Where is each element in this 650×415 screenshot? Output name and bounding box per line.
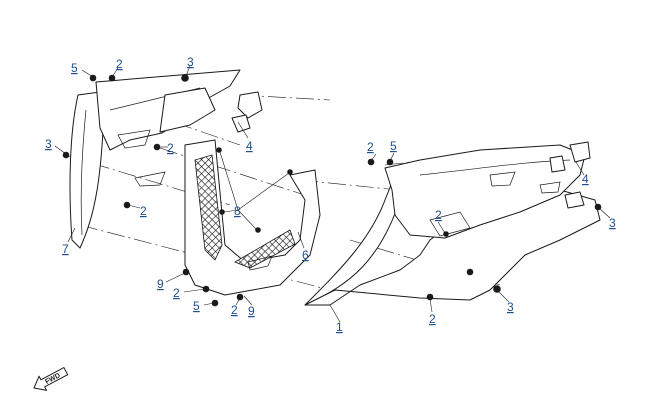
leader-lines	[54, 65, 611, 323]
upper-front-cowl	[95, 69, 241, 187]
forward-direction-arrow: FWD	[33, 367, 69, 391]
callout-label: 2	[231, 303, 238, 317]
callout-label: 5	[390, 139, 397, 153]
rubber-grommets	[231, 91, 591, 209]
callout-label: 3	[507, 300, 514, 314]
callout-label: 3	[187, 55, 194, 69]
fasteners	[62, 74, 602, 307]
left-side-fairing-panel	[69, 91, 105, 249]
callout-label: 5	[71, 61, 78, 75]
callout-label: 3	[609, 216, 616, 230]
right-side-main-fairing	[304, 144, 601, 306]
callout-label: 2	[429, 312, 436, 326]
callout-label: 2	[435, 208, 442, 222]
callout-label: 2	[167, 141, 174, 155]
callout-label: 4	[246, 139, 253, 153]
callout-label: 5	[193, 299, 200, 313]
callout-label: 2	[367, 140, 374, 154]
callout-label: 6	[302, 248, 309, 262]
callout-label: 4	[582, 172, 589, 186]
callout-label: 1	[336, 320, 343, 334]
callout-label: 9	[157, 277, 164, 291]
callout-label: 2	[140, 204, 147, 218]
callout-label: 3	[45, 137, 52, 151]
callout-label: 7	[62, 242, 69, 256]
callout-label: 9	[248, 304, 255, 318]
callout-label: 2	[173, 286, 180, 300]
callout-labels: 5 2 3 4 3 2 2 7 8 6 9 2 5 2 9 1 2 5 4 3 …	[45, 55, 616, 334]
callout-label: 2	[116, 57, 123, 71]
fwd-label: FWD	[44, 372, 61, 386]
front-nose-panel	[184, 139, 321, 296]
callout-label: 8	[234, 204, 241, 218]
